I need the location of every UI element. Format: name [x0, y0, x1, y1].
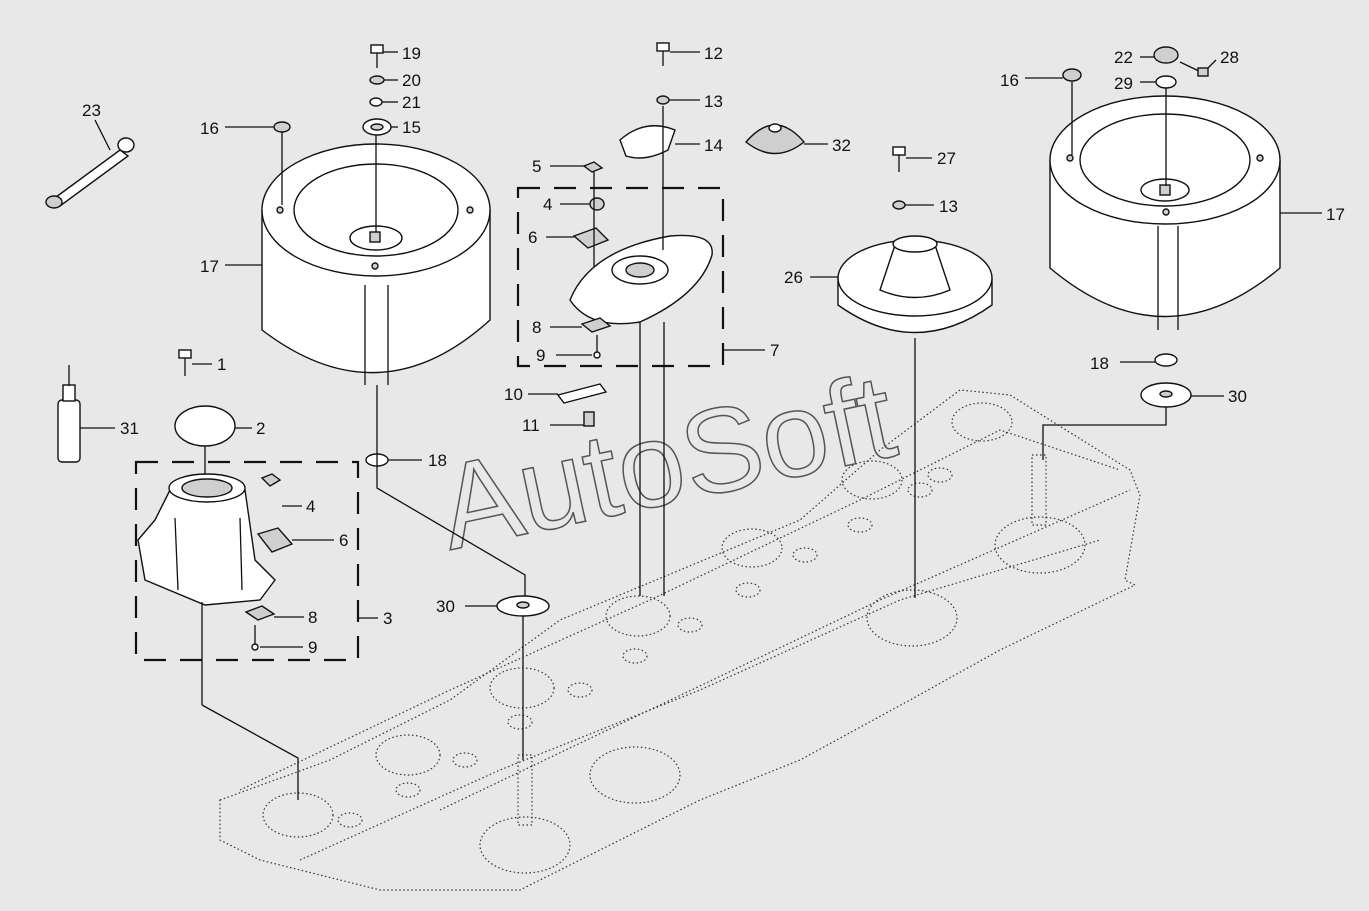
knife-holder-disc-part	[569, 234, 713, 325]
plate-8-mid-part	[580, 317, 612, 333]
callout-20: 20	[402, 71, 421, 90]
nut-5-part	[582, 161, 604, 173]
screw-28-part	[1197, 67, 1209, 77]
callout-11: 11	[522, 416, 540, 435]
callout-7: 7	[770, 341, 779, 360]
callout-18-left: 18	[428, 451, 447, 470]
callout-31: 31	[120, 419, 139, 438]
callout-32: 32	[832, 136, 851, 155]
ring-18-right-part	[1154, 353, 1178, 367]
callout-15: 15	[402, 118, 421, 137]
callout-8-left: 8	[308, 608, 317, 627]
bushing-22-part	[1153, 46, 1179, 64]
plate-6-mid-part	[572, 227, 610, 249]
washer-13-mid-part	[656, 95, 670, 105]
callout-5: 5	[532, 157, 541, 176]
callout-30-right: 30	[1228, 387, 1247, 406]
callout-9-mid: 9	[536, 346, 545, 365]
washer-21-part	[369, 97, 383, 107]
cone-14-part	[619, 125, 676, 159]
screw-9-left-part	[251, 643, 259, 651]
ring-29-part	[1155, 75, 1177, 89]
drum-right-part	[1049, 95, 1281, 330]
bolt-27-part	[892, 146, 906, 156]
grease-tube-part	[57, 365, 81, 463]
callout-6-left: 6	[339, 531, 348, 550]
callout-12: 12	[704, 44, 723, 63]
callout-9-left: 9	[308, 638, 317, 657]
callout-16-left: 16	[200, 119, 219, 138]
blade-10-part	[556, 383, 608, 404]
wrench-part	[45, 137, 135, 209]
callout-28: 28	[1220, 48, 1239, 67]
callout-14: 14	[704, 136, 723, 155]
callout-8-mid: 8	[532, 318, 541, 337]
screw-9-mid-part	[593, 351, 601, 359]
callout-13-right: 13	[939, 197, 958, 216]
plate-8-left-part	[244, 605, 276, 621]
callout-3: 3	[383, 609, 392, 628]
callout-2: 2	[256, 419, 265, 438]
group-7-box	[516, 186, 725, 368]
cover-plate-2-part	[174, 405, 236, 447]
hub-housing-part	[137, 473, 276, 606]
callout-26: 26	[784, 268, 803, 287]
callout-13-mid: 13	[704, 92, 723, 111]
watermark-text: AutoSoft	[428, 349, 906, 576]
callout-17-right: 17	[1326, 205, 1345, 224]
nut-4-mid-part	[589, 197, 605, 211]
hub-26-part	[837, 235, 993, 334]
callout-22: 22	[1114, 48, 1133, 67]
bolt-19-part	[370, 44, 384, 54]
callout-6-mid: 6	[528, 228, 537, 247]
callout-1: 1	[217, 355, 226, 374]
callout-29: 29	[1114, 74, 1133, 93]
cap-left-part	[273, 121, 291, 133]
washer-20-part	[369, 75, 385, 85]
cone-32-part	[744, 123, 806, 155]
cutter-bar-assembly	[219, 389, 1141, 891]
callout-19: 19	[402, 44, 421, 63]
callout-18-right: 18	[1090, 354, 1109, 373]
washer-13-right-part	[892, 200, 906, 210]
callout-27: 27	[937, 149, 956, 168]
plate-6-left-part	[256, 527, 294, 553]
group-3-box	[134, 460, 360, 662]
bolt-12-part	[656, 42, 670, 52]
bolt-1-part	[178, 349, 192, 359]
callout-16-right: 16	[1000, 71, 1019, 90]
callout-30-mid: 30	[436, 597, 455, 616]
nut-4-left-part	[260, 473, 282, 487]
callout-17-left: 17	[200, 257, 219, 276]
cap-right-part	[1062, 68, 1082, 82]
callout-21: 21	[402, 93, 421, 112]
callout-23: 23	[82, 101, 101, 120]
callout-10: 10	[504, 385, 523, 404]
callout-4-mid: 4	[543, 195, 552, 214]
callout-4-left: 4	[306, 497, 315, 516]
bolt-11-part	[583, 411, 595, 427]
